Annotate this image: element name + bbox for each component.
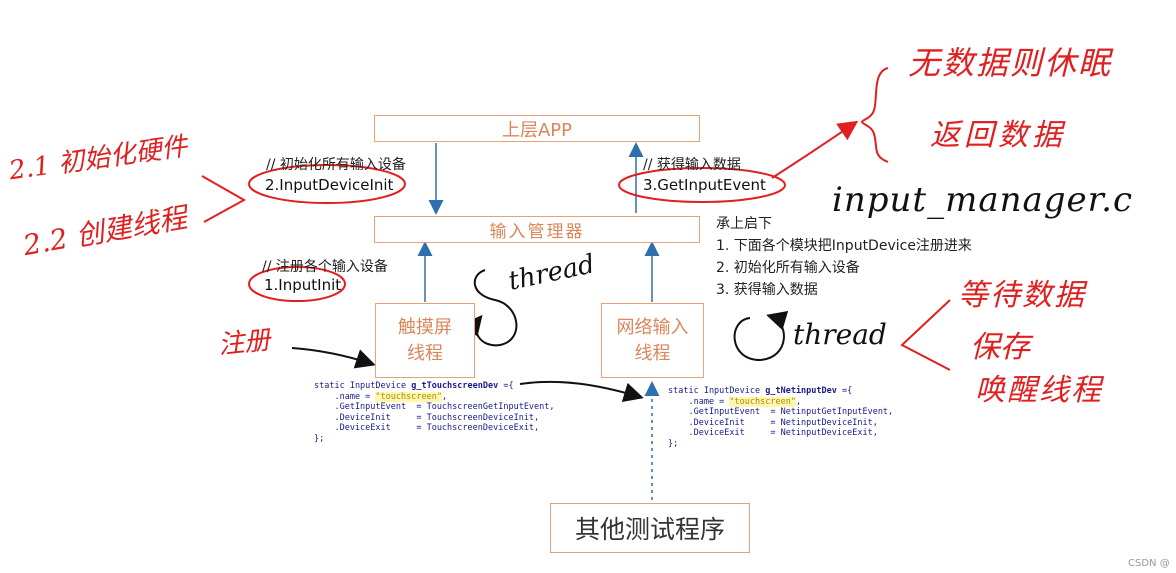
red-brace <box>860 67 889 163</box>
summary-title: 承上启下 <box>716 216 772 232</box>
box-other-test: 其他测试程序 <box>550 503 750 553</box>
box-touch-line2: 线程 <box>407 342 443 364</box>
summary-item-3: 3. 获得输入数据 <box>716 282 818 298</box>
code-net-device: static InputDevice g_tNetinputDev ={ .na… <box>668 386 894 449</box>
hand-thread-right: thread <box>793 318 887 351</box>
circle-get-event <box>618 167 786 203</box>
code-touch-device: static InputDevice g_tTouchscreenDev ={ … <box>314 381 555 444</box>
box-upper-app-label: 上层APP <box>501 119 573 141</box>
call-device-init: 2.InputDeviceInit <box>265 176 394 194</box>
hand-file-name: input_manager.c <box>832 180 1134 220</box>
black-arrow-touch-to-net <box>519 380 644 402</box>
black-arrow-register <box>291 347 376 369</box>
comment-get-data: // 获得输入数据 <box>643 157 741 173</box>
thread-loop-left <box>462 269 518 347</box>
thread-loop-right <box>733 311 789 362</box>
comment-register: // 注册各个输入设备 <box>262 259 388 275</box>
summary-item-2: 2. 初始化所有输入设备 <box>716 260 860 276</box>
box-input-manager: 输入管理器 <box>374 216 700 243</box>
circle-device-init <box>248 164 406 204</box>
call-get-event: 3.GetInputEvent <box>643 176 766 194</box>
circle-input-init <box>248 266 346 302</box>
call-input-init: 1.InputInit <box>264 276 342 294</box>
hand-return-data: 返回数据 <box>930 118 1066 153</box>
hand-save: 保存 <box>970 330 1030 365</box>
hand-wake-thread: 唤醒线程 <box>975 373 1103 408</box>
red-arrow-up <box>771 120 859 179</box>
box-net-line2: 线程 <box>634 342 671 364</box>
box-touch-thread: 触摸屏 线程 <box>375 303 475 378</box>
box-net-thread: 网络输入 线程 <box>601 303 704 378</box>
hand-no-data-sleep: 无数据则休眠 <box>908 44 1113 82</box>
box-net-line1: 网络输入 <box>616 316 689 338</box>
red-chevron-left <box>201 175 247 223</box>
box-touch-line1: 触摸屏 <box>398 316 452 338</box>
red-chevron-right <box>900 299 951 371</box>
hand-wait-data: 等待数据 <box>958 278 1086 313</box>
box-other-test-label: 其他测试程序 <box>574 515 725 544</box>
watermark: CSDN @ <box>1128 558 1170 569</box>
comment-init-all: // 初始化所有输入设备 <box>266 157 406 173</box>
box-upper-app: 上层APP <box>374 115 700 142</box>
box-input-manager-label: 输入管理器 <box>489 222 585 242</box>
hand-register-mark: 注册 <box>216 325 272 361</box>
summary-item-1: 1. 下面各个模块把InputDevice注册进来 <box>716 238 972 254</box>
